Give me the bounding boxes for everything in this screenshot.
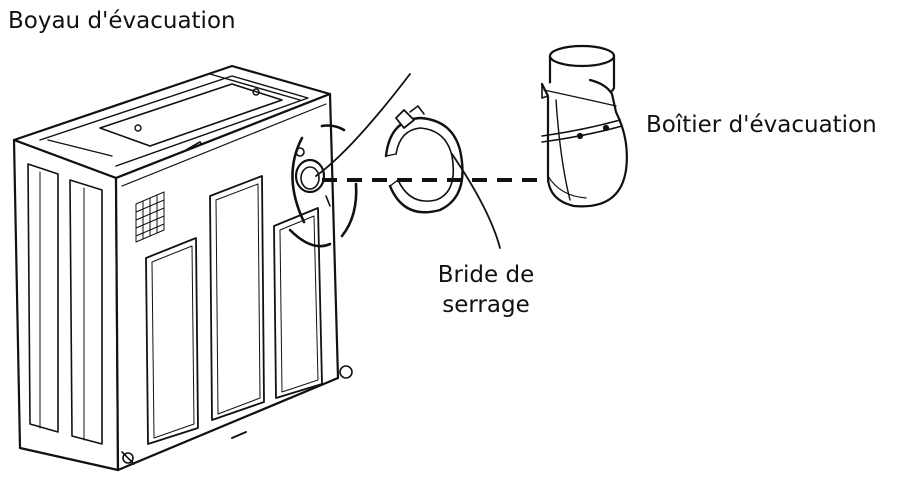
label-drain-housing: Boîtier d'évacuation [646, 112, 877, 138]
label-drain-hose: Boyau d'évacuation [8, 8, 236, 34]
callout-bracket-left [291, 136, 306, 224]
drain-outlet [294, 147, 331, 207]
callout-bracket-bottom [288, 228, 332, 248]
drain-housing [540, 44, 628, 208]
callout-bracket-top [320, 124, 346, 132]
label-clamp-line1: Bride de [437, 262, 535, 288]
hose-clamp [384, 105, 464, 214]
leader-clamp [451, 153, 501, 249]
callout-bracket-right [340, 182, 358, 238]
washer-cabinet [12, 64, 353, 472]
label-clamp-line2: serrage [442, 292, 530, 318]
vent-grille [135, 191, 165, 243]
label-clamp: Bride de serrage [396, 260, 576, 320]
leader-drain-hose [315, 73, 411, 177]
